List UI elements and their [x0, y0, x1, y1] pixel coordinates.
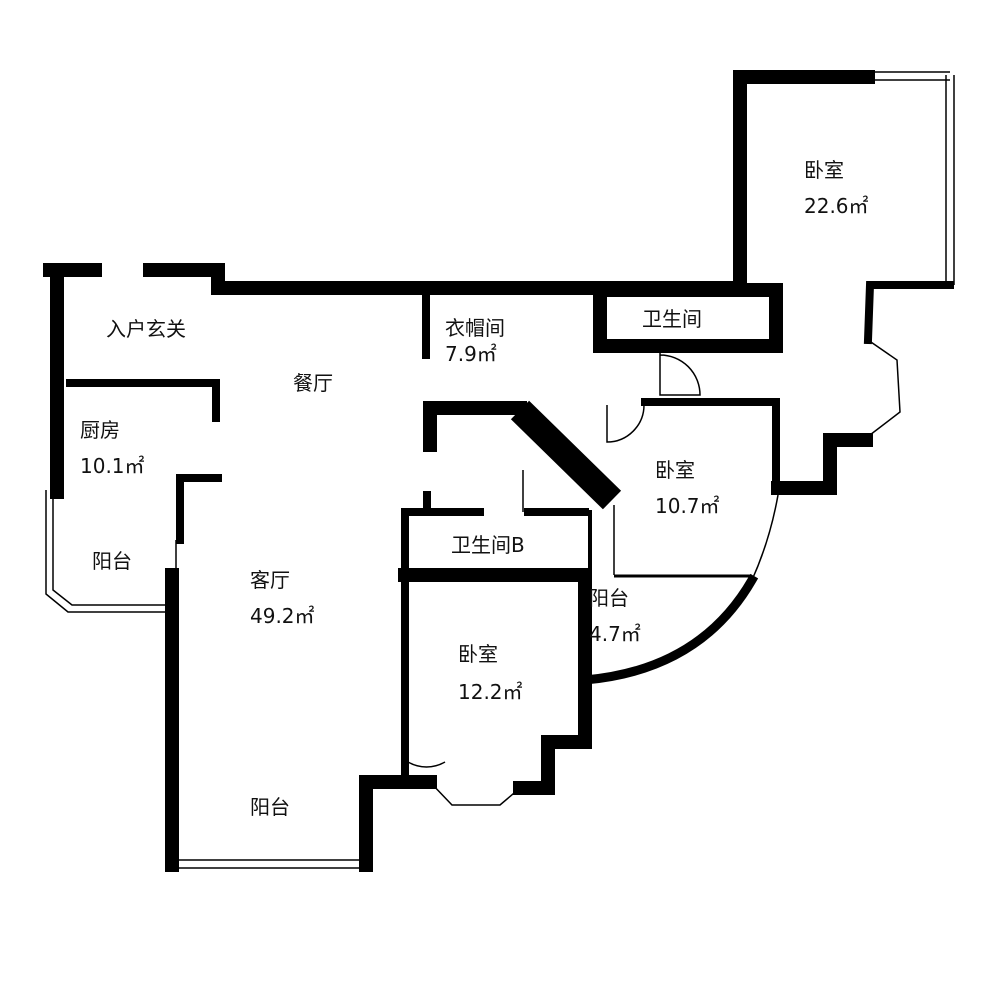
room-area: 10.7㎡ — [655, 494, 720, 518]
wall-master-bedroom — [733, 70, 875, 295]
room-label-master-bedroom: 卧室 22.6㎡ — [804, 152, 869, 224]
room-name: 阳台 — [92, 549, 132, 573]
room-name: 阳台 — [250, 795, 290, 819]
room-label-bathroom: 卫生间 — [642, 306, 702, 332]
wall-bedroom-mid-top — [641, 398, 780, 494]
window-master-right — [945, 75, 955, 285]
room-name: 客厅 — [250, 568, 290, 592]
wall-bath-b-left — [401, 508, 484, 784]
room-name: 卧室 — [804, 158, 844, 182]
room-label-kitchen-balcony: 阳台 — [92, 548, 132, 574]
room-name: 卫生间B — [451, 533, 525, 557]
wall-top — [143, 263, 745, 295]
window-kitchen-balcony — [45, 490, 168, 613]
wall-balcony-right — [359, 775, 437, 872]
room-label-kitchen: 厨房 10.1㎡ — [80, 412, 145, 484]
bay-window-bedroom-small — [429, 781, 521, 806]
window-master-top — [868, 71, 950, 81]
window-living-balcony — [172, 859, 370, 869]
room-label-entrance: 入户玄关 — [106, 316, 186, 342]
room-name: 入户玄关 — [106, 317, 186, 341]
room-label-dining: 餐厅 — [293, 370, 333, 396]
wall-diagonal — [510, 400, 622, 510]
door-bedroom-mid — [606, 404, 645, 443]
room-name: 阳台 — [589, 586, 629, 610]
room-area: 12.2㎡ — [458, 680, 523, 704]
bay-window-master — [865, 339, 901, 439]
door-bedroom-small — [407, 725, 446, 768]
room-name: 卧室 — [458, 642, 498, 666]
room-name: 餐厅 — [293, 371, 333, 395]
room-area: 22.6㎡ — [804, 194, 869, 218]
room-name: 卫生间 — [642, 307, 702, 331]
door-bathroom — [659, 352, 701, 396]
wall-master-step — [771, 433, 873, 495]
room-label-mid-balcony: 阳台 4.7㎡ — [589, 580, 641, 652]
room-label-living-balcony: 阳台 — [250, 794, 290, 820]
room-name: 卧室 — [655, 458, 695, 482]
room-name: 厨房 — [80, 418, 120, 442]
wall-corridor — [423, 401, 527, 452]
room-label-bedroom-small: 卧室 12.2㎡ — [458, 635, 523, 711]
wall-bedroom-small — [513, 573, 592, 795]
room-label-bedroom-mid: 卧室 10.7㎡ — [655, 452, 720, 524]
room-label-living: 客厅 49.2㎡ — [250, 562, 315, 634]
room-area: 7.9㎡ — [445, 342, 497, 366]
room-area: 49.2㎡ — [250, 604, 315, 628]
room-label-bathroom-b: 卫生间B — [451, 532, 525, 558]
wall-master-bay — [863, 281, 954, 345]
room-area: 10.1㎡ — [80, 454, 145, 478]
wall-kitchen-bottom — [176, 474, 222, 544]
room-name: 衣帽间 — [445, 316, 505, 340]
window-kitchen-balcony-inner — [52, 490, 168, 606]
wall-bathroom — [593, 283, 783, 353]
window-bedroom-mid — [751, 494, 779, 581]
room-area: 4.7㎡ — [589, 622, 641, 646]
wall-balcony-arc — [580, 573, 759, 685]
wall-kitchen-top — [66, 379, 220, 422]
